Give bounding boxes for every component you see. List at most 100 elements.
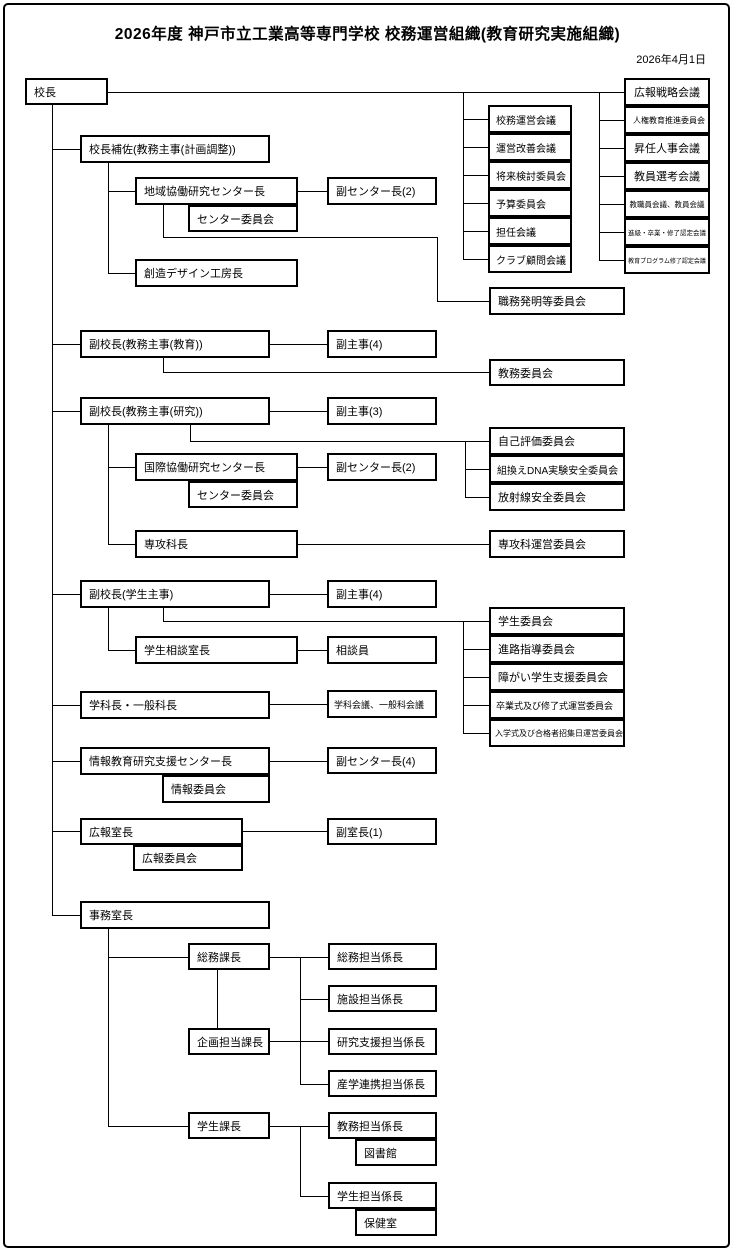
- node-student-counseling-head: 学生相談室長: [135, 636, 298, 664]
- node-intl-vice-center-head: 副センター長(2): [327, 453, 437, 481]
- node-pr-strategy-meeting: 広報戦略会議: [624, 78, 710, 106]
- node-industry-collab-subchief: 産学連携担当係長: [328, 1070, 437, 1097]
- node-dna-safety-committee: 組換えDNA実験安全委員会: [489, 455, 625, 483]
- connector-line: [463, 203, 488, 204]
- node-student-subchief: 学生担当係長: [328, 1182, 437, 1209]
- connector-line: [300, 957, 301, 1084]
- connector-line: [163, 205, 164, 237]
- connector-line: [52, 105, 53, 916]
- connector-line: [465, 469, 489, 470]
- connector-line: [270, 1041, 328, 1042]
- node-vice-principal-student: 副校長(学生主事): [80, 580, 270, 608]
- connector-line: [163, 608, 164, 621]
- node-faculty-selection-meeting: 教員選考会議: [624, 162, 710, 190]
- node-academic-subchief: 教務担当係長: [328, 1112, 437, 1139]
- connector-line: [163, 358, 164, 372]
- connector-line: [463, 119, 488, 120]
- connector-line: [298, 544, 489, 545]
- connector-line: [52, 411, 80, 412]
- page-frame: [3, 3, 730, 1248]
- connector-line: [465, 497, 489, 498]
- node-info-vice-center-head: 副センター長(4): [327, 747, 437, 774]
- node-promotion-personnel-meeting: 昇任人事会議: [624, 134, 710, 162]
- connector-line: [437, 301, 489, 302]
- connector-line: [52, 149, 80, 150]
- connector-line: [270, 1126, 328, 1127]
- node-department-meetings: 学科会議、一般科会議: [327, 690, 437, 718]
- node-general-affairs-chief: 総務課長: [188, 943, 270, 970]
- node-human-rights-committee: 人権教育推進委員会: [624, 106, 710, 134]
- connector-line: [463, 231, 488, 232]
- connector-line: [108, 929, 109, 1126]
- node-regional-center-head: 地域協働研究センター長: [135, 177, 298, 205]
- node-pr-vice-office-head: 副室長(1): [327, 818, 437, 845]
- node-principal: 校長: [25, 78, 108, 105]
- node-facilities-subchief: 施設担当係長: [328, 985, 437, 1012]
- connector-line: [108, 608, 109, 650]
- connector-line: [108, 163, 109, 273]
- connector-line: [298, 191, 327, 192]
- node-management-improvement-meeting: 運営改善会議: [488, 133, 572, 161]
- connector-line: [298, 650, 327, 651]
- node-intl-center-committee: センター委員会: [188, 481, 298, 508]
- node-radiation-safety-committee: 放射線安全委員会: [489, 483, 625, 511]
- node-planning-chief: 企画担当課長: [188, 1028, 270, 1055]
- connector-line: [270, 761, 327, 762]
- connector-line: [599, 232, 624, 233]
- node-staff-faculty-meetings: 教職員会議、教員会議: [624, 190, 710, 218]
- node-vice-director-student: 副主事(4): [327, 580, 437, 608]
- connector-line: [300, 1126, 301, 1196]
- connector-line: [217, 970, 218, 1028]
- connector-line: [108, 467, 135, 468]
- connector-line: [463, 705, 489, 706]
- node-student-section-chief: 学生課長: [188, 1112, 270, 1139]
- node-graduation-ceremony-committee: 卒業式及び修了式運営委員会: [489, 691, 625, 719]
- connector-line: [52, 915, 80, 916]
- node-pr-committee: 広報委員会: [133, 845, 243, 871]
- connector-line: [270, 344, 327, 345]
- node-career-guidance-committee: 進路指導委員会: [489, 635, 625, 663]
- node-library: 図書館: [355, 1139, 437, 1166]
- connector-line: [437, 237, 438, 301]
- node-counselor: 相談員: [327, 636, 437, 664]
- connector-line: [463, 733, 489, 734]
- node-pr-office-head: 広報室長: [80, 818, 243, 845]
- connector-line: [108, 1126, 188, 1127]
- connector-line: [108, 92, 624, 93]
- connector-line: [108, 957, 188, 958]
- node-health-room: 保健室: [355, 1209, 437, 1236]
- node-research-support-subchief: 研究支援担当係長: [328, 1028, 437, 1055]
- connector-line: [599, 260, 624, 261]
- node-admin-office-head: 事務室長: [80, 901, 270, 929]
- connector-line: [463, 677, 489, 678]
- connector-line: [243, 831, 327, 832]
- connector-line: [163, 237, 437, 238]
- connector-line: [163, 621, 489, 622]
- connector-line: [108, 425, 109, 544]
- node-entrance-ceremony-committee: 入学式及び合格者招集日運営委員会: [489, 719, 625, 747]
- node-regional-vice-center-head: 副センター長(2): [327, 177, 437, 205]
- node-design-studio-head: 創造デザイン工房長: [135, 259, 298, 287]
- node-vice-director-education: 副主事(4): [327, 330, 437, 358]
- connector-line: [298, 467, 327, 468]
- connector-line: [599, 148, 624, 149]
- node-club-advisor-meeting: クラブ顧問会議: [488, 245, 572, 273]
- connector-line: [270, 704, 327, 705]
- node-program-certification-meeting: 教育プログラム修了認定会議: [624, 246, 710, 274]
- node-principal-assistant: 校長補佐(教務主事(計画調整)): [80, 135, 270, 163]
- node-advanced-course-head: 専攻科長: [135, 530, 298, 558]
- connector-line: [52, 344, 80, 345]
- node-intl-center-head: 国際協働研究センター長: [135, 453, 298, 481]
- node-homeroom-meeting: 担任会議: [488, 217, 572, 245]
- node-vice-principal-research: 副校長(教務主事(研究)): [80, 397, 270, 425]
- node-budget-committee: 予算委員会: [488, 189, 572, 217]
- node-disabled-student-support-committee: 障がい学生支援委員会: [489, 663, 625, 691]
- connector-line: [270, 957, 328, 958]
- connector-line: [599, 120, 624, 121]
- node-self-evaluation-committee: 自己評価委員会: [489, 427, 625, 455]
- node-regional-center-committee: センター委員会: [188, 205, 298, 232]
- node-vice-director-research: 副主事(3): [327, 397, 437, 425]
- connector-line: [463, 92, 464, 260]
- node-general-affairs-subchief: 総務担当係長: [328, 943, 437, 970]
